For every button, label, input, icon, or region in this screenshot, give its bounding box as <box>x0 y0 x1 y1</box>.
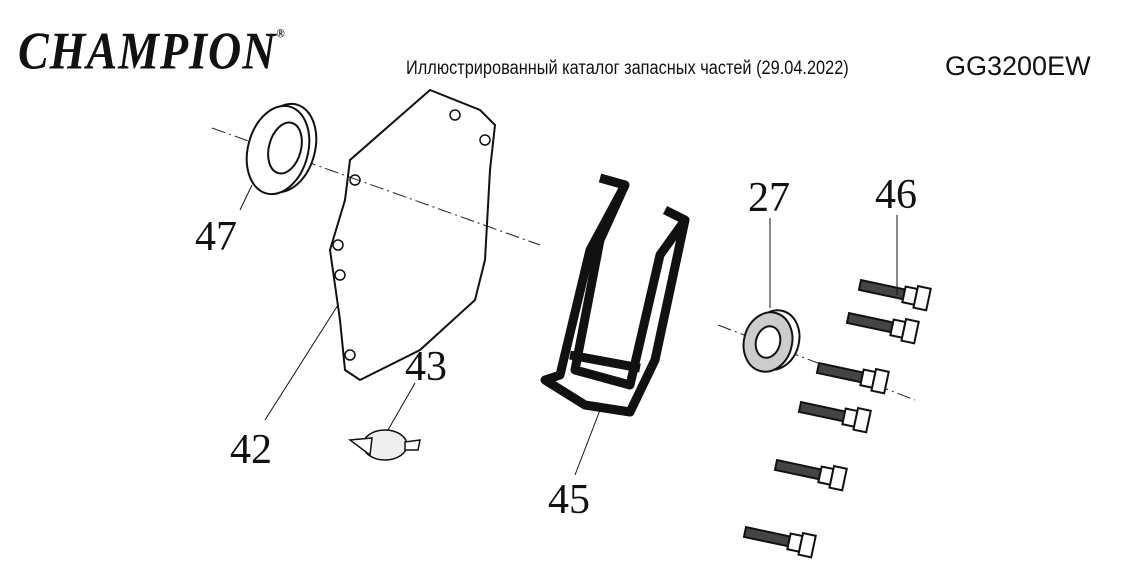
part-label-47: 47 <box>195 214 237 260</box>
champion-logo: CHAMPION® <box>18 21 286 80</box>
leader-line <box>239 184 253 211</box>
catalog-subtitle: Иллюстрированный каталог запасных частей… <box>406 58 849 79</box>
model-number: GG3200EW <box>945 51 1091 81</box>
frame-part <box>540 173 690 417</box>
bearing-part <box>245 102 318 196</box>
part-label-43: 43 <box>405 344 447 390</box>
oil-seal-part <box>742 309 801 373</box>
leader-line <box>574 409 601 476</box>
part-label-42: 42 <box>230 427 272 473</box>
bolt-parts <box>742 278 932 559</box>
leader-line <box>387 382 416 431</box>
gasket-part <box>328 88 497 382</box>
part-label-46: 46 <box>875 172 917 218</box>
part-label-27: 27 <box>748 175 790 221</box>
governor-part <box>347 429 421 461</box>
part-label-45: 45 <box>548 477 590 523</box>
leader-line <box>264 304 339 421</box>
